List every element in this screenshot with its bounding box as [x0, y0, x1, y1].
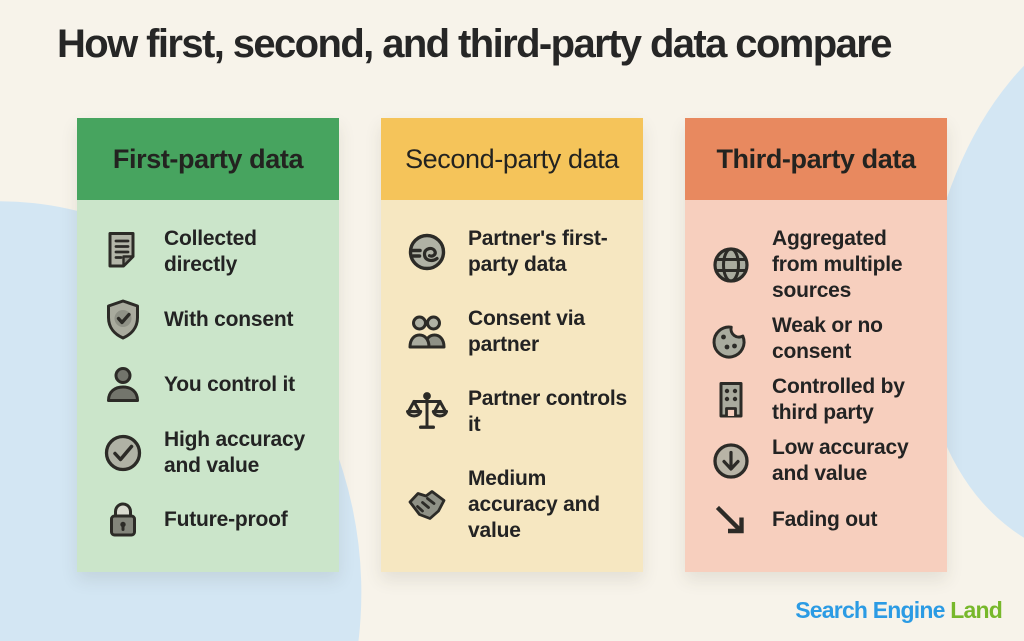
column-body: Partner's first-party data Consent via p… [381, 200, 643, 572]
item-label: You control it [164, 373, 295, 396]
list-item: Weak or no consent [707, 313, 933, 365]
document-icon [99, 228, 147, 276]
column-header: Second-party data [381, 118, 643, 200]
item-label: Partner's first-party data [468, 227, 608, 276]
list-item: High accuracy and value [99, 427, 325, 479]
globe-icon [707, 241, 755, 289]
column-body: Aggregated from multiple sources Weak or… [685, 200, 947, 572]
list-item: Partner's first-party data [403, 226, 629, 278]
shield-check-icon [99, 296, 147, 344]
list-item: Aggregated from multiple sources [707, 226, 933, 304]
list-item: Controlled by third party [707, 374, 933, 426]
column-header: Third-party data [685, 118, 947, 200]
item-label: Future-proof [164, 508, 288, 531]
list-item: Consent via partner [403, 306, 629, 358]
person-icon [99, 361, 147, 409]
list-item: Partner controls it [403, 386, 629, 438]
list-item: Future-proof [99, 496, 325, 544]
item-label: High accuracy and value [164, 427, 305, 477]
item-label: Controlled by third party [772, 375, 905, 424]
page-title: How first, second, and third-party data … [57, 22, 892, 66]
down-arrow-circle-icon [707, 437, 755, 485]
list-item: Low accuracy and value [707, 435, 933, 487]
item-label: Consent via partner [468, 307, 585, 356]
item-label: Weak or no consent [772, 314, 883, 363]
column-body: Collected directly With consent [77, 200, 339, 572]
item-label: Fading out [772, 508, 878, 531]
diagonal-arrow-icon [707, 496, 755, 544]
check-circle-icon [99, 429, 147, 477]
item-label: Partner controls it [468, 387, 628, 436]
list-item: Fading out [707, 496, 933, 544]
column-second-party: Second-party data Partner's first-party … [381, 118, 643, 572]
handshake-icon [403, 481, 451, 529]
list-item: Collected directly [99, 226, 325, 278]
building-icon [707, 376, 755, 424]
list-item: Medium accuracy and value [403, 466, 629, 544]
item-label: Collected directly [164, 227, 257, 276]
list-item: You control it [99, 361, 325, 409]
logo-search-engine: Search Engine [795, 597, 945, 623]
item-label: With consent [164, 307, 294, 331]
people-icon [403, 308, 451, 356]
logo-land: Land [950, 597, 1003, 623]
blowing-circle-icon [403, 228, 451, 276]
item-label: Medium accuracy and value [468, 467, 600, 542]
padlock-icon [99, 496, 147, 544]
item-label: Aggregated from multiple sources [772, 227, 903, 302]
list-item: With consent [99, 296, 325, 344]
column-header: First-party data [77, 118, 339, 200]
column-first-party: First-party data Collected directly [77, 118, 339, 572]
item-label: Low accuracy and value [772, 436, 909, 485]
column-third-party: Third-party data Aggregated from multipl… [685, 118, 947, 572]
brand-logo: Search Engine Land [795, 597, 1003, 624]
scales-icon [403, 388, 451, 436]
cookie-icon [707, 315, 755, 363]
